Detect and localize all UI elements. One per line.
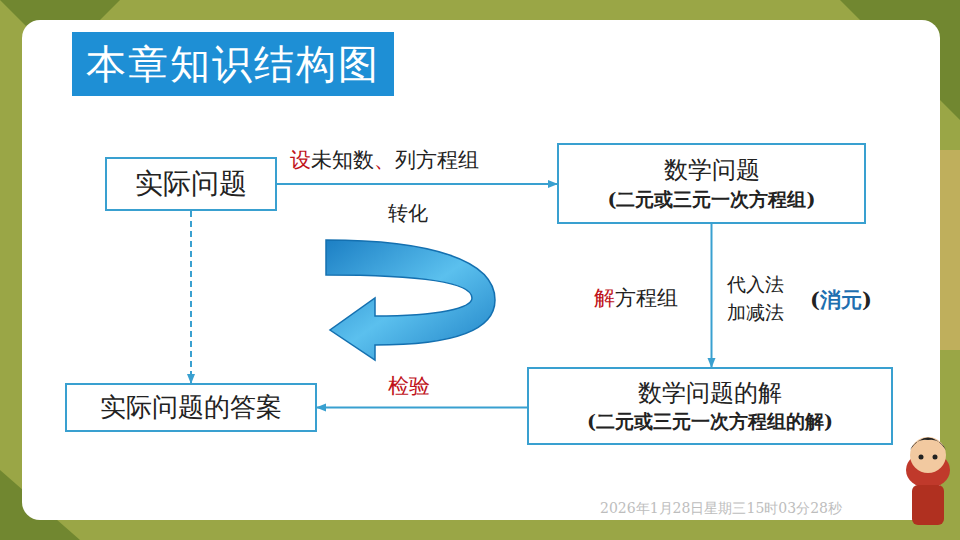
box-heading: 数学问题的解 bbox=[638, 377, 782, 409]
process-box: 实际问题的答案 bbox=[65, 383, 317, 432]
note-label: (消元) bbox=[810, 286, 872, 314]
box-heading: 实际问题的答案 bbox=[100, 390, 282, 425]
panel bbox=[22, 20, 940, 520]
title: 本章知识结构图 bbox=[86, 37, 380, 92]
box-subtext: (二元或三元一次方程组) bbox=[608, 187, 816, 213]
edge-label: 设未知数、列方程组 bbox=[290, 146, 479, 174]
note-label: 转化 bbox=[388, 200, 428, 227]
cartoon-figure bbox=[906, 437, 950, 525]
process-box: 数学问题(二元或三元一次方程组) bbox=[557, 143, 866, 224]
connector-arrow bbox=[711, 224, 713, 367]
method-label: 加减法 bbox=[727, 300, 784, 326]
edge-label: 解方程组 bbox=[594, 284, 678, 312]
box-heading: 实际问题 bbox=[135, 165, 247, 203]
transform-arrow bbox=[326, 240, 495, 360]
edge-label: 检验 bbox=[388, 372, 430, 400]
process-box: 实际问题 bbox=[105, 157, 277, 211]
connector-arrow bbox=[277, 183, 557, 185]
method-label: 代入法 bbox=[727, 272, 784, 298]
connector-arrow bbox=[190, 211, 192, 383]
box-subtext: (二元或三元一次方程组的解) bbox=[587, 409, 833, 435]
connector-arrow bbox=[317, 407, 527, 409]
timestamp-watermark: 2026年1月28日星期三15时03分28秒 bbox=[600, 500, 842, 518]
box-heading: 数学问题 bbox=[664, 154, 760, 186]
process-box: 数学问题的解(二元或三元一次方程组的解) bbox=[527, 367, 893, 445]
title-banner: 本章知识结构图 bbox=[72, 32, 394, 96]
